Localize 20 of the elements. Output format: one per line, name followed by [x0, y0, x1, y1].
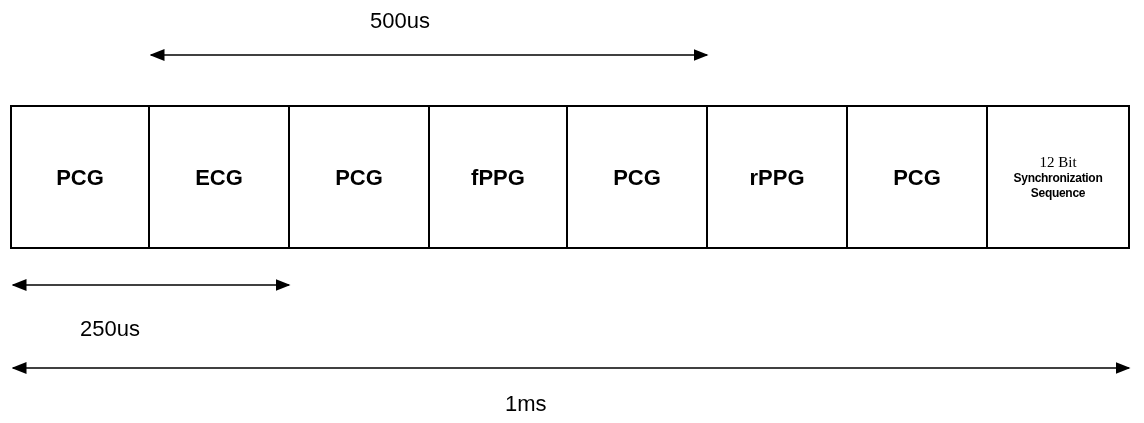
slot-label: PCG: [56, 163, 104, 192]
frame-slot: [708, 105, 848, 249]
frame-slot: [430, 105, 568, 249]
frame-slot: [290, 105, 430, 249]
frame-slot: [10, 105, 150, 249]
slot-label: ECG: [195, 163, 243, 192]
dimension-label: 250us: [80, 318, 140, 340]
slot-heading: 12 Bit: [1039, 152, 1077, 172]
dimension-label: 1ms: [505, 393, 547, 415]
slot-label: rPPG: [749, 163, 805, 192]
frame-slot: [988, 105, 1130, 249]
frame-slot: [848, 105, 988, 249]
dimension-label: 500us: [370, 10, 430, 32]
slot-label: Synchronization Sequence: [1012, 171, 1104, 202]
slot-label: PCG: [893, 163, 941, 192]
slot-label: PCG: [335, 163, 383, 192]
slot-label: PCG: [613, 163, 661, 192]
frame-slot: [568, 105, 708, 249]
frame-slot: [150, 105, 290, 249]
slot-label: fPPG: [471, 163, 525, 192]
